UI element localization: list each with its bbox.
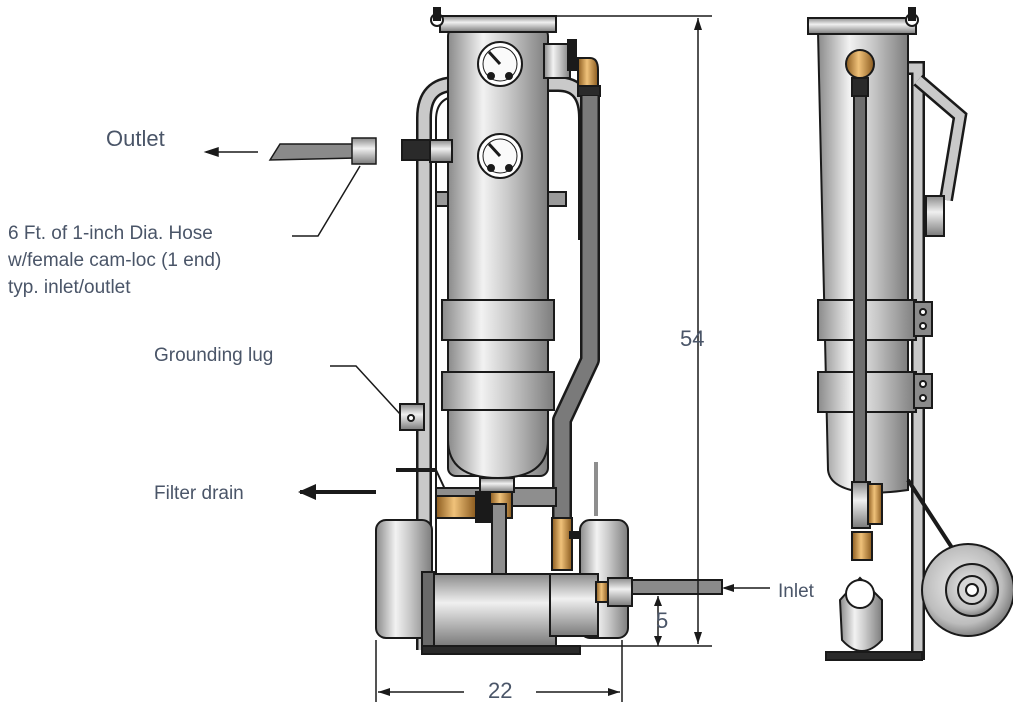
tank-band [441, 299, 555, 341]
pressure-gauge-icon [477, 133, 523, 179]
hose-spec-line1: 6 Ft. of 1-inch Dia. Hose [8, 223, 213, 244]
height-dimension: 54 [680, 326, 705, 351]
hose-spec-line2: w/female cam-loc (1 end) [8, 250, 222, 271]
side-view [807, 7, 1013, 661]
outlet-label: Outlet [106, 126, 165, 151]
annotations [203, 15, 770, 702]
tank-band [441, 371, 555, 411]
filter-drain-label: Filter drain [154, 483, 244, 504]
width-dimension: 22 [488, 678, 513, 703]
inlet-height-dimension: 5 [656, 608, 669, 633]
hose-spec-line3: typ. inlet/outlet [8, 277, 131, 298]
inlet-label: Inlet [778, 581, 814, 602]
pressure-gauge-icon [477, 41, 523, 87]
grounding-lug-label: Grounding lug [154, 345, 274, 366]
front-view [375, 7, 723, 655]
pump-motor [425, 573, 557, 647]
